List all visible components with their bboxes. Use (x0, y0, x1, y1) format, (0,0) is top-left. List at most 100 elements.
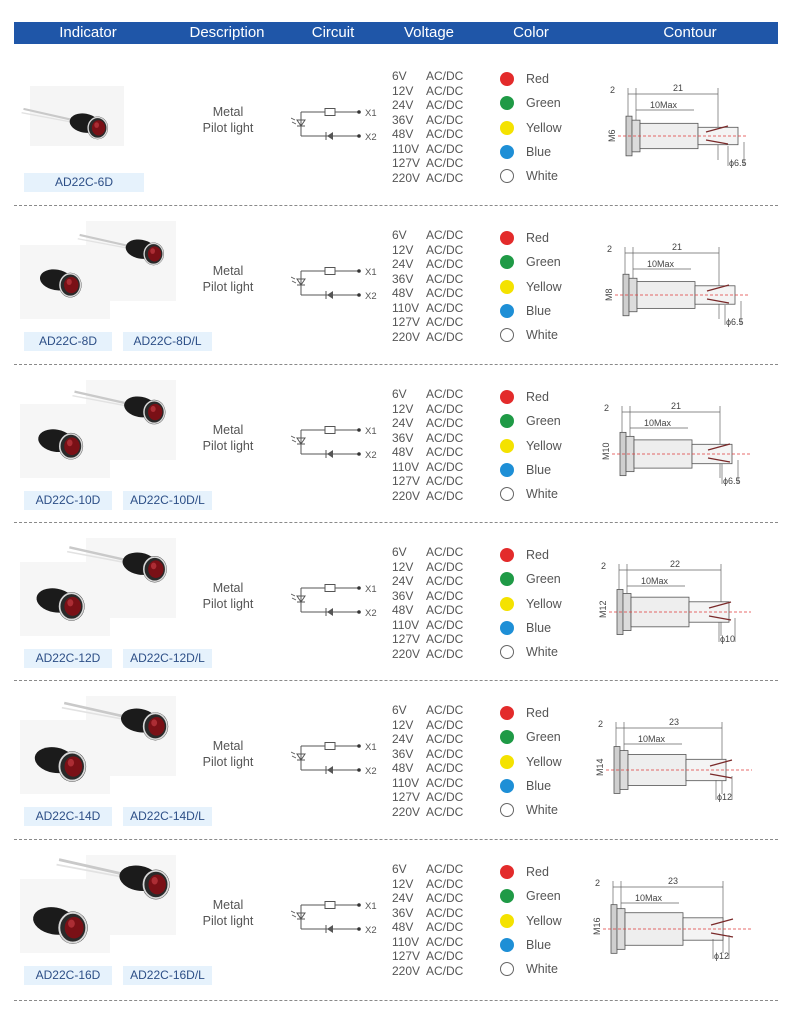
voltage-type: AC/DC (426, 488, 464, 503)
color-name: White (526, 328, 558, 343)
color-swatch-white (500, 328, 514, 343)
voltage-value: 48V (392, 920, 414, 934)
product-photo (20, 380, 176, 478)
thread-dim: M12 (598, 600, 608, 618)
color-item: Yellow (500, 434, 562, 458)
color-item: White (500, 482, 562, 506)
description-line: Metal (212, 581, 244, 595)
product-photo (20, 221, 176, 319)
voltage-value: 110V (392, 775, 420, 790)
max-dim: 10Max (638, 734, 666, 744)
model-label: AD22C-6D (24, 173, 144, 192)
voltage-type: AC/DC (426, 588, 464, 603)
voltage-type: AC/DC (426, 127, 464, 141)
voltage-type: AC/DC (426, 315, 464, 329)
color-item: Yellow (500, 275, 562, 299)
voltage-type: AC/DC (426, 790, 464, 804)
model-label: AD22C-10D (24, 491, 112, 510)
row-divider (14, 205, 778, 206)
color-name: Yellow (526, 754, 562, 769)
model-label: AD22C-8D (24, 332, 112, 351)
color-name: White (526, 487, 558, 502)
color-name: Red (526, 72, 549, 87)
color-swatch-yellow (500, 279, 514, 294)
color-swatch-blue (500, 779, 514, 794)
color-name: Blue (526, 779, 552, 794)
color-swatch-green (500, 730, 514, 745)
color-swatch-white (500, 487, 514, 502)
max-dim: 10Max (647, 259, 675, 269)
voltage-value: 36V (392, 112, 414, 127)
voltage-type: AC/DC (426, 401, 464, 416)
terminal-x1-label: X1 (365, 584, 377, 595)
color-swatch-white (500, 962, 514, 977)
voltage-type: AC/DC (426, 891, 464, 905)
max-dim: 10Max (650, 100, 678, 110)
voltage-value: 110V (392, 459, 420, 474)
color-name: Red (526, 706, 549, 721)
terminal-x2-label: X2 (365, 132, 377, 143)
voltage-type: AC/DC (426, 257, 464, 271)
model-label: AD22C-12D (24, 649, 112, 668)
diameter-dim: ϕ10 (720, 634, 735, 644)
voltage-value: 127V (392, 949, 421, 963)
voltage-type: AC/DC (426, 775, 464, 790)
color-item: Green (500, 91, 562, 115)
color-swatch-blue (500, 938, 514, 953)
header-circuit: Circuit (311, 24, 355, 41)
length-dim: 21 (672, 242, 682, 252)
voltage-type: AC/DC (426, 717, 464, 732)
color-swatch-yellow (500, 438, 514, 453)
description-line: Pilot light (202, 439, 254, 453)
voltage-type: AC/DC (426, 286, 464, 300)
lamp-image-with-wire (72, 390, 166, 425)
terminal-x2-label: X2 (365, 766, 377, 777)
color-item: Red (500, 67, 562, 91)
voltage-type: AC/DC (426, 559, 464, 574)
lamp-image-with-wire (67, 546, 167, 583)
voltage-value: 6V (392, 69, 407, 83)
flange-dim: 2 (610, 85, 615, 95)
color-swatch-blue (500, 145, 514, 160)
voltage-type: AC/DC (426, 387, 464, 401)
color-name: Red (526, 865, 549, 880)
voltage-value: 220V (392, 646, 421, 661)
lamp-image-with-wire (56, 858, 170, 900)
voltage-value: 127V (392, 315, 421, 329)
voltage-value: 6V (392, 703, 407, 717)
color-name: Red (526, 390, 549, 405)
color-swatch-red (500, 548, 514, 563)
color-name: Yellow (526, 913, 562, 928)
model-label: AD22C-10D/L (123, 491, 212, 510)
color-name: Green (526, 96, 561, 111)
model-label: AD22C-14D (24, 807, 112, 826)
color-name: Red (526, 231, 549, 246)
voltage-type: AC/DC (426, 761, 464, 775)
color-item: Red (500, 226, 562, 250)
voltage-value: 220V (392, 963, 421, 978)
thread-dim: M16 (592, 917, 602, 935)
color-name: Blue (526, 304, 552, 319)
